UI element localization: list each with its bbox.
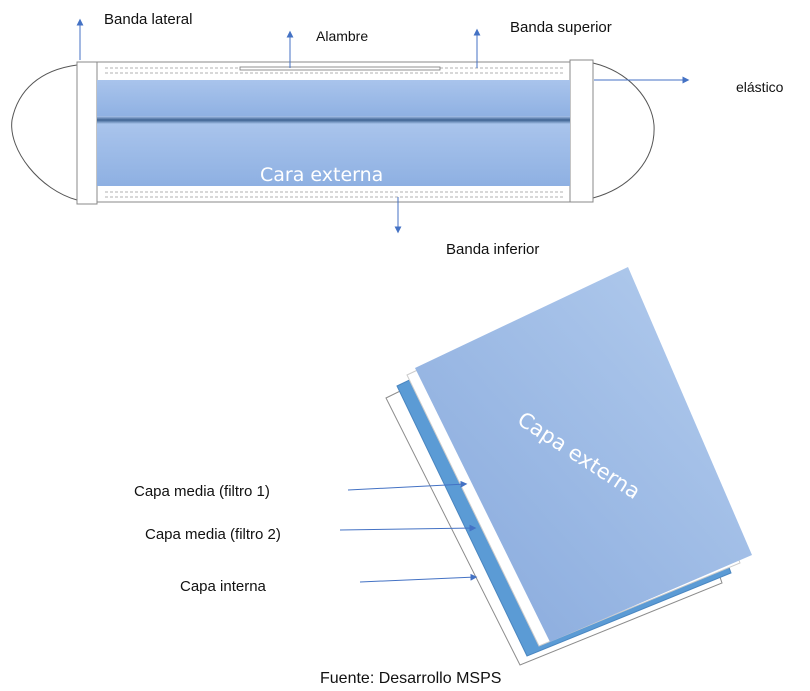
banda-superior-label: Banda superior xyxy=(510,19,612,36)
mask-layers-view: Capa externa Capa media (filtro 1) Capa … xyxy=(134,267,752,666)
capa-media-1-label: Capa media (filtro 1) xyxy=(134,483,270,500)
banda-inferior-label: Banda inferior xyxy=(446,241,539,258)
capa-media-1-arrow xyxy=(347,480,468,491)
capa-externa-sheet xyxy=(415,267,752,642)
elastico-label: elástico xyxy=(736,79,784,95)
left-side-band xyxy=(76,61,98,205)
capa-interna-label: Capa interna xyxy=(180,578,267,595)
left-elastic-loop xyxy=(11,64,78,201)
capa-interna-arrow xyxy=(359,573,478,583)
capa-media-2-label: Capa media (filtro 2) xyxy=(145,526,281,543)
wire xyxy=(239,66,441,71)
pleat-seam xyxy=(97,116,570,124)
bottom-stitching xyxy=(105,191,565,198)
upper-pleat xyxy=(97,80,570,118)
right-side-band xyxy=(569,59,594,203)
banda-lateral-label: Banda lateral xyxy=(104,11,192,28)
cara-externa-label: Cara externa xyxy=(260,164,383,186)
lower-pleat xyxy=(97,124,570,186)
capa-media-2-arrow xyxy=(339,524,477,532)
source-caption: Fuente: Desarrollo MSPS xyxy=(320,670,501,687)
right-elastic-loop xyxy=(592,62,655,199)
alambre-label: Alambre xyxy=(316,28,368,44)
mask-front-view: Cara externa Banda lateral Alambre Banda… xyxy=(11,11,784,258)
